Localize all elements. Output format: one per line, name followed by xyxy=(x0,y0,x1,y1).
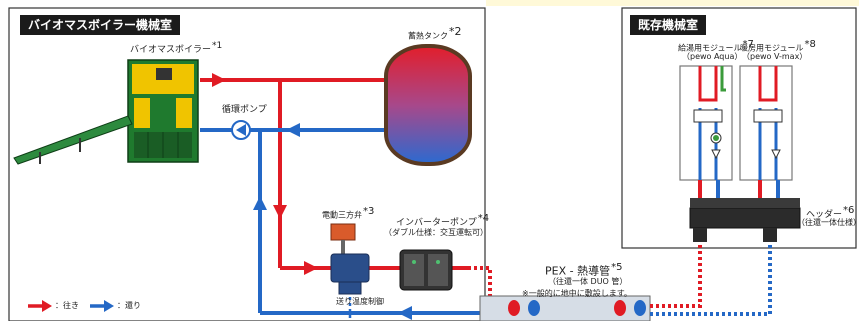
module-aqua-model: （pewo Aqua） xyxy=(682,52,743,61)
return-buried-pipe-2 xyxy=(650,240,772,316)
module-aqua xyxy=(679,65,733,181)
inverter-pump-label: インバーターポンプ*4 xyxy=(396,213,490,228)
inverter-pump-note: （ダブル仕様：交互運転可） xyxy=(384,228,488,237)
supply-arrows xyxy=(212,73,318,275)
inverter-pump xyxy=(399,249,453,291)
module-vmax-label: 暖房用モジュール*8 xyxy=(740,39,816,53)
module-vmax-model: （pewo V-max） xyxy=(742,52,808,61)
pex-note2: ※一般的に地中に敷設します。 xyxy=(522,289,632,298)
three-way-valve xyxy=(330,223,370,295)
temp-control-label: 送り温度制御 xyxy=(336,297,384,306)
biomass-boiler xyxy=(127,59,199,163)
legend-supply: ：往き xyxy=(55,301,79,310)
header-label: ヘッダー*6 xyxy=(806,205,855,220)
biomass-room-title: バイオマスボイラー機械室 xyxy=(20,15,181,35)
module-vmax xyxy=(739,65,793,181)
module-aqua-label: 給湯用モジュール*7 xyxy=(678,39,754,53)
pex-note1: （往還一体 DUO 管） xyxy=(548,277,628,286)
tank-label: 蓄熱タンク*2 xyxy=(408,25,462,41)
existing-room-outline xyxy=(621,7,857,249)
top-band xyxy=(486,0,859,6)
supply-buried-pipe-2 xyxy=(650,240,702,308)
return-pipes xyxy=(200,128,480,315)
biomass-room-outline xyxy=(8,7,486,321)
legend-return: ：還り xyxy=(117,301,141,310)
header-note: （往還一体仕様） xyxy=(797,218,859,227)
pex-pipe xyxy=(479,295,651,321)
circulation-pump xyxy=(231,120,251,140)
pex-label: PEX - 熱導管*5 xyxy=(545,262,623,278)
valve-label: 電動三方弁*3 xyxy=(322,206,375,220)
header-manifold xyxy=(689,198,801,242)
return-arrows xyxy=(253,123,412,320)
circ-pump-label: 循環ポンプ xyxy=(222,105,267,115)
fuel-auger xyxy=(13,115,133,165)
existing-room-title: 既存機械室 xyxy=(630,15,707,35)
boiler-label: バイオマスボイラー*1 xyxy=(130,41,223,55)
storage-tank xyxy=(384,44,472,166)
legend-symbols xyxy=(28,300,114,312)
